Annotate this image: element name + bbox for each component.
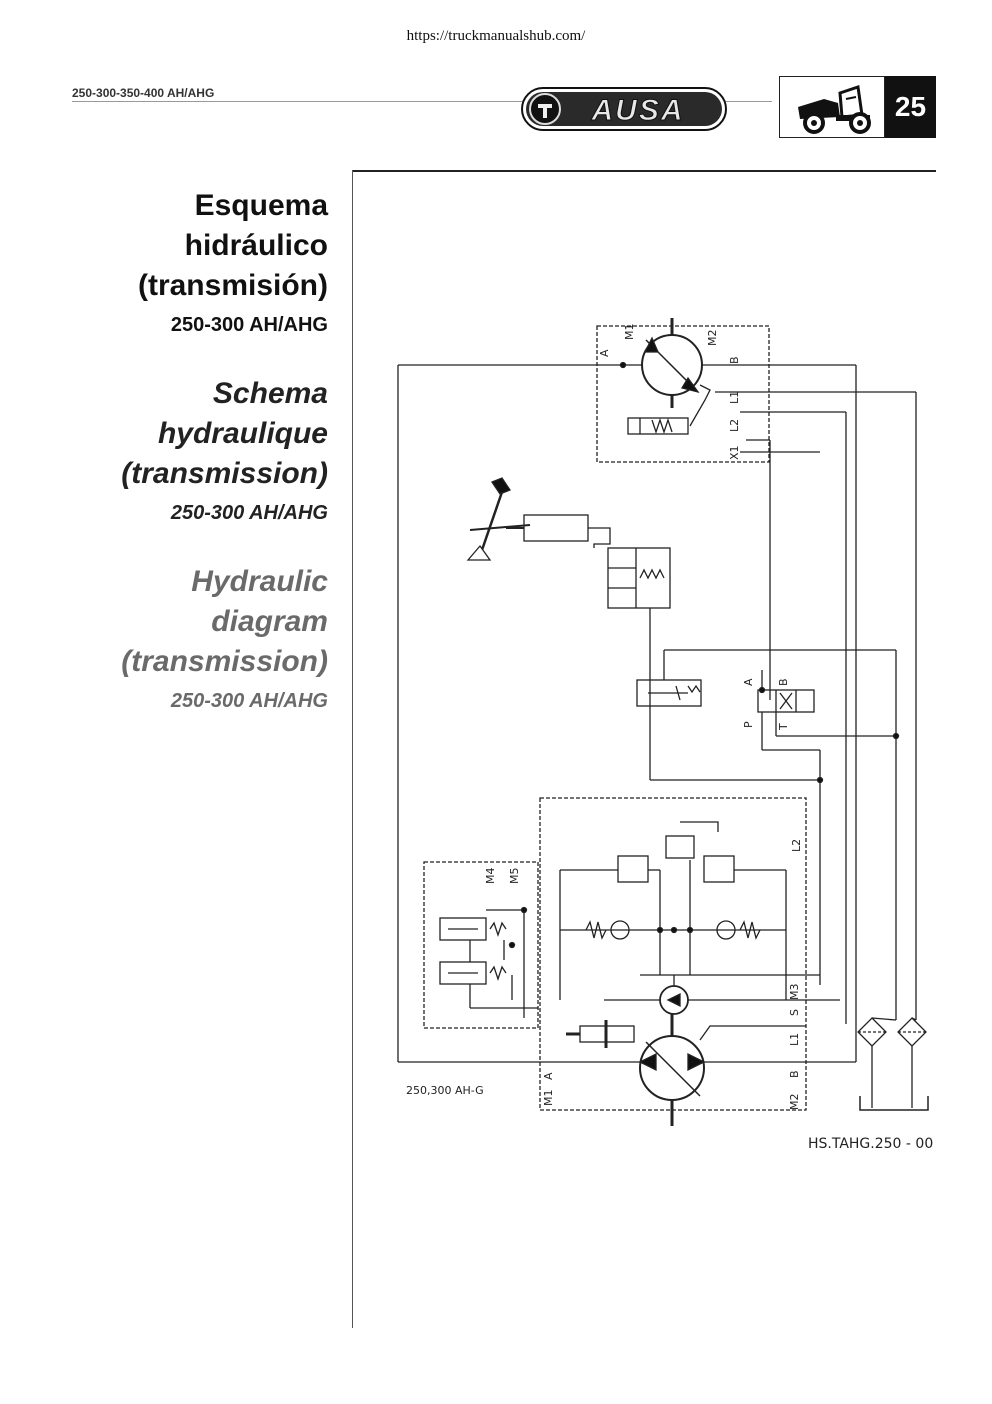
label-L1-bot: L1 [788,1033,801,1046]
subtitle-en: 250-300 AH/AHG [170,690,328,712]
subtitle-es: 250-300 AH/AHG [170,314,328,336]
column-divider [352,170,353,1328]
label-A-bot: A [542,1072,555,1080]
logo-text: AUSA [590,94,684,127]
label-M1-top: M1 [623,324,636,341]
title-en-line3: (transmission) [121,645,328,678]
top-servo-cylinder [627,417,689,435]
ausa-logo: AUSA [521,87,727,131]
label-A-top: A [598,349,611,357]
pedal-cylinder [523,514,589,542]
title-en-line2: diagram [211,605,328,638]
label-L1-top: L1 [728,391,741,404]
title-fr-line3: (transmission) [121,457,328,490]
solenoid-valve-forward [439,917,487,941]
title-fr-line2: hydraulique [157,417,328,450]
title-en-line1: Hydraulic [191,565,328,598]
top-motor-box [596,325,770,463]
label-M4: M4 [484,868,497,885]
label-X1: X1 [728,445,741,460]
directional-valve [757,689,815,713]
title-english: Hydraulic diagram (transmission) 250-300… [60,562,328,714]
label-M2-bot: M2 [788,1094,801,1111]
dumper-icon [798,85,871,134]
label-valve-P: P [742,721,755,728]
pump-box [539,797,807,1111]
solenoid-valve-reverse [439,961,487,985]
brake-pedal-icon [466,477,531,561]
label-B-top: B [728,356,741,364]
title-french: Schema hydraulique (transmission) 250-30… [60,374,328,526]
title-es-line3: (transmisión) [137,269,328,302]
dumper-icon-box [779,76,885,138]
filter-symbol-2 [897,1017,927,1047]
diagram-caption-right: HS.TAHG.250 - 00 [808,1136,933,1152]
diagram-caption-left: 250,300 AH-G [406,1084,484,1097]
label-L2-mid: L2 [790,839,803,852]
label-M1-bot: M1 [542,1090,555,1107]
label-M3: M3 [788,984,801,1001]
title-column: Esquema hidráulico (transmisión) 250-300… [60,186,328,750]
header-rule [72,101,772,102]
tank-symbol [859,1096,929,1111]
solenoid-box [423,861,539,1029]
model-header: 250-300-350-400 AH/AHG [72,86,215,100]
title-fr-line1: Schema [212,377,328,410]
label-L2-top: L2 [728,419,741,432]
filter-symbol-1 [857,1017,887,1047]
source-url[interactable]: https://truckmanualshub.com/ [406,28,586,44]
subtitle-fr: 250-300 AH/AHG [170,502,328,524]
pressure-relief-valve [665,835,695,859]
label-S: S [788,1009,801,1016]
page-number: 25 [885,76,936,138]
title-spanish: Esquema hidráulico (transmisión) 250-300… [60,186,328,338]
label-B-bot: B [788,1070,801,1078]
label-M5: M5 [508,868,521,885]
pedal-valve [607,547,671,609]
title-es-line2: hidráulico [184,229,328,262]
solenoid-valve-left [636,679,702,707]
label-valve-A: A [742,678,755,686]
label-valve-T: T [777,723,790,731]
label-valve-B: B [777,678,790,686]
title-es-line1: Esquema [194,189,328,222]
label-M2-top: M2 [706,330,719,347]
content-top-rule [352,170,936,172]
